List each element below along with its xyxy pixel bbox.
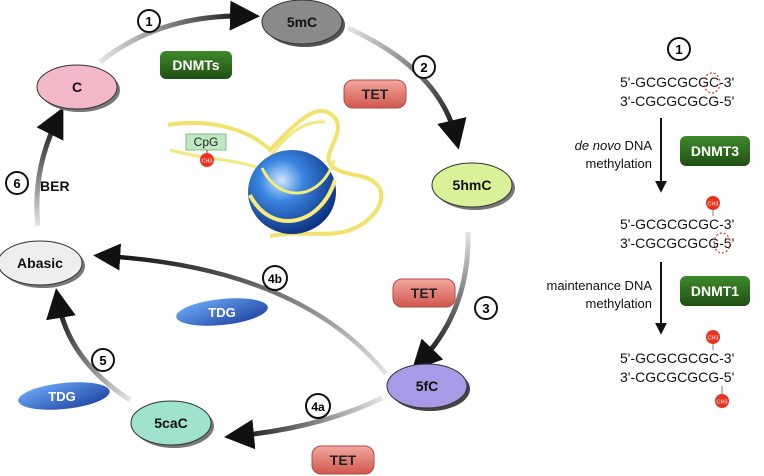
ber-label: BER — [40, 178, 70, 194]
node-c: C — [36, 64, 120, 112]
methyl-dot-3 — [715, 394, 729, 408]
methyl-label-center: CH3 — [201, 159, 212, 165]
step-3-label: 3 — [482, 301, 489, 316]
step-1-label: 1 — [145, 14, 152, 29]
node-5fc: 5fC — [386, 363, 470, 411]
dna-wrap-front — [248, 179, 337, 223]
arrow-step-4a — [224, 395, 384, 450]
node-5mc-label: 5mC — [287, 14, 317, 30]
tet-badge-1: TET — [343, 79, 407, 109]
step-circle-1: 1 — [137, 9, 161, 33]
methyl-label-3: CH3 — [716, 400, 727, 406]
arrow-step-5 — [46, 288, 132, 403]
tdg-label-2: TDG — [48, 389, 75, 404]
seq2-top: 5'-GCGCGCGC-3' — [620, 216, 734, 232]
seq1-bottom: 3'-CGCGCGCG-5' — [620, 93, 734, 109]
methyl-label-1: CH3 — [707, 202, 718, 208]
seq1-top: 5'-GCGCGCGC-3' — [620, 74, 734, 90]
node-5mc: 5mC — [261, 0, 345, 47]
tet-label-2: TET — [411, 285, 438, 301]
methylation-panel: 1 5'-GCGCGCGC-3' 3'-CGCGCGCG-5' de novo … — [547, 37, 750, 408]
methyl-dot-1 — [706, 196, 720, 210]
panel-step-label: 1 — [675, 42, 682, 57]
methyl-label-2: CH3 — [707, 336, 718, 342]
target-c-marker-2 — [713, 232, 731, 254]
dna-wrap-front-2 — [260, 159, 336, 195]
arrow-step-3 — [411, 231, 471, 371]
tdg-badge-1: TDG — [176, 298, 268, 326]
node-abasic: Abasic — [0, 240, 85, 288]
node-5hmc-label: 5hmC — [453, 177, 492, 193]
maint-line1: maintenance DNA — [547, 278, 653, 293]
target-c-marker — [703, 72, 721, 94]
seq3-top: 5'-GCGCGCGC-3' — [620, 350, 734, 366]
cycle-arrows — [34, 0, 471, 450]
nucleosome-illustration: CpG CH3 — [167, 108, 384, 238]
node-5cac: 5caC — [130, 400, 214, 448]
methyl-dot-2 — [706, 330, 720, 344]
maint-line2: methylation — [586, 296, 652, 311]
node-5hmc: 5hmC — [431, 162, 515, 210]
step-6-label: 6 — [13, 176, 20, 191]
dnmt3-label: DNMT3 — [691, 143, 739, 159]
methyl-dot-center — [200, 153, 214, 167]
node-5cac-label: 5caC — [154, 415, 187, 431]
step-5-label: 5 — [99, 353, 106, 368]
dnmts-label: DNMTs — [172, 57, 219, 73]
arrow-step-1 — [98, 0, 260, 64]
tdg-badge-2: TDG — [18, 382, 110, 410]
tet-badge-2: TET — [392, 278, 456, 308]
cpg-box — [185, 133, 227, 151]
seq3-bottom: 3'-CGCGCGCG-5' — [620, 369, 734, 385]
step-circle-4a: 4a — [305, 393, 331, 419]
dnmt3-badge: DNMT3 — [680, 136, 750, 166]
panel-step-circle: 1 — [667, 37, 691, 61]
node-c-label: C — [72, 79, 82, 95]
step-circle-6: 6 — [5, 171, 29, 195]
tet-label-1: TET — [362, 86, 389, 102]
seq2-bottom: 3'-CGCGCGCG-5' — [620, 235, 734, 251]
tet-badge-3: TET — [311, 445, 375, 475]
de-novo-line2: methylation — [586, 156, 652, 171]
dnmt1-label: DNMT1 — [691, 283, 739, 299]
step-circle-5: 5 — [91, 348, 115, 372]
step-circle-4b: 4b — [262, 265, 288, 291]
tdg-label-1: TDG — [208, 305, 235, 320]
step-4b-label: 4b — [268, 272, 282, 286]
node-5fc-label: 5fC — [416, 378, 439, 394]
dna-strand — [167, 108, 384, 238]
arrow-step-6 — [34, 107, 64, 227]
step-circle-3: 3 — [474, 296, 498, 320]
tet-label-3: TET — [330, 452, 357, 468]
dnmts-badge: DNMTs — [160, 51, 232, 79]
step-4a-label: 4a — [311, 400, 325, 414]
step-circle-2: 2 — [412, 55, 436, 79]
node-abasic-label: Abasic — [17, 255, 63, 271]
de-novo-line1: de novo DNA — [575, 138, 653, 153]
arrow-step-4b — [93, 243, 388, 376]
cpg-label: CpG — [194, 135, 219, 149]
step-2-label: 2 — [420, 60, 427, 75]
dnmt1-badge: DNMT1 — [680, 276, 750, 306]
